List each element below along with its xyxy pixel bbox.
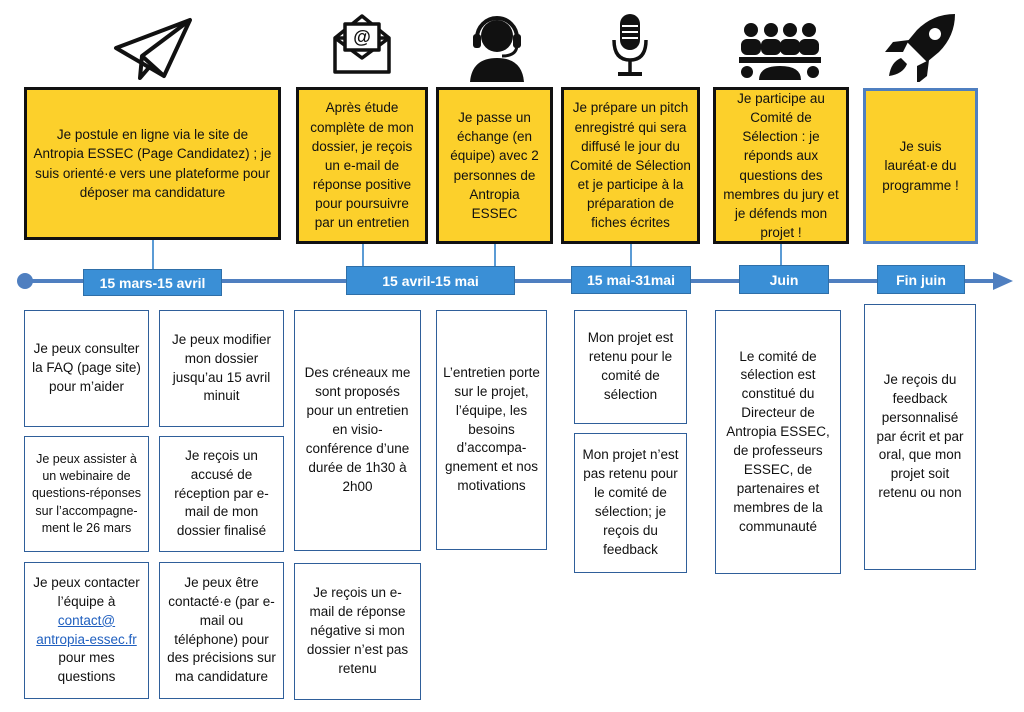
detail-text: L’entretien porte sur le projet, l’équip… [443, 364, 540, 494]
step-apply-text: Je postule en ligne via le site de Antro… [33, 127, 272, 200]
timeline-arrow-icon [993, 272, 1013, 290]
detail-text: Des créneaux me sont proposés pour un en… [304, 365, 411, 494]
detail-faq: Je peux consulter la FAQ (page site) pou… [24, 310, 149, 427]
svg-text:@: @ [353, 27, 371, 47]
detail-text: Je reçois un accusé de réception par e-m… [174, 447, 269, 539]
detail-contacted: Je peux être contacté·e (par e-mail ou t… [159, 562, 284, 699]
detail-text: Je reçois un e-mail de réponse négative … [306, 585, 409, 676]
detail-retained: Mon projet est retenu pour le comité de … [574, 310, 687, 424]
detail-text: Je peux être contacté·e (par e-mail ou t… [167, 574, 276, 685]
connector-5 [780, 244, 782, 266]
date-label: Juin [739, 265, 829, 294]
connector-3 [494, 244, 496, 266]
detail-text: Je peux assister à un webinaire de quest… [31, 451, 142, 535]
step-pitch-text: Je prépare un pitch enregistré qui sera … [570, 100, 691, 231]
date-label: 15 mai-31mai [571, 266, 691, 294]
detail-text: Je peux consulter la FAQ (page site) pou… [32, 341, 141, 394]
connector-4 [630, 244, 632, 266]
connector-2 [362, 244, 364, 266]
email-icon: @ [333, 14, 391, 74]
step-committee-text: Je participe au Comité de Sélection : je… [723, 90, 839, 240]
step-committee: Je participe au Comité de Sélection : je… [713, 87, 849, 244]
detail-contact: Je peux contacter l’équipe à contact@ an… [24, 562, 149, 699]
detail-negative: Je reçois un e-mail de réponse négative … [294, 563, 421, 700]
date-label: 15 mars-15 avril [83, 269, 222, 296]
step-interview-text: Je passe un échange (en équipe) avec 2 p… [450, 110, 539, 221]
connector-1 [152, 240, 154, 270]
contact-email-link[interactable]: contact@ antropia-essec.fr [36, 612, 137, 647]
date-label: 15 avril-15 mai [346, 266, 515, 295]
step-laureate: Je suis lauréat·e du programme ! [863, 88, 978, 244]
detail-text: Je reçois du feedback personnalisé par é… [876, 371, 964, 501]
headset-icon [470, 16, 524, 82]
detail-webinar: Je peux assister à un webinaire de quest… [24, 436, 149, 552]
detail-text: Mon projet est retenu pour le comité de … [587, 330, 674, 402]
detail-not-retained: Mon projet n’est pas retenu pour le comi… [574, 433, 687, 573]
step-dossier-review: Après étude complète de mon dossier, je … [296, 87, 428, 244]
rocket-icon [885, 14, 955, 82]
step-pitch: Je prépare un pitch enregistré qui sera … [561, 87, 700, 244]
step-interview: Je passe un échange (en équipe) avec 2 p… [436, 87, 553, 244]
detail-modify-dossier: Je peux modifier mon dossier jusqu’au 15… [159, 310, 284, 427]
paper-plane-icon [114, 18, 192, 80]
meeting-group-icon [739, 23, 821, 80]
detail-feedback: Je reçois du feedback personnalisé par é… [864, 304, 976, 570]
detail-text: Mon projet n’est pas retenu pour le comi… [582, 447, 679, 557]
detail-receipt: Je reçois un accusé de réception par e-m… [159, 436, 284, 552]
microphone-icon [612, 14, 648, 76]
detail-text: Je peux modifier mon dossier jusqu’au 15… [171, 331, 272, 404]
date-label: Fin juin [877, 265, 965, 294]
timeline-start-dot [17, 273, 33, 289]
contact-prefix: Je peux contacter l’équipe à [33, 574, 140, 609]
detail-text: Je peux contacter l’équipe à contact@ an… [31, 574, 142, 687]
step-laureate-text: Je suis lauréat·e du programme ! [882, 139, 959, 193]
detail-interview-topics: L’entretien porte sur le projet, l’équip… [436, 310, 547, 550]
detail-committee-members: Le comité de sélection est constitué du … [715, 310, 841, 574]
step-apply: Je postule en ligne via le site de Antro… [24, 87, 281, 240]
detail-slots: Des créneaux me sont proposés pour un en… [294, 310, 421, 551]
step-dossier-review-text: Après étude complète de mon dossier, je … [310, 100, 414, 231]
contact-suffix: pour mes questions [57, 650, 116, 685]
detail-text: Le comité de sélection est constitué du … [726, 348, 830, 534]
